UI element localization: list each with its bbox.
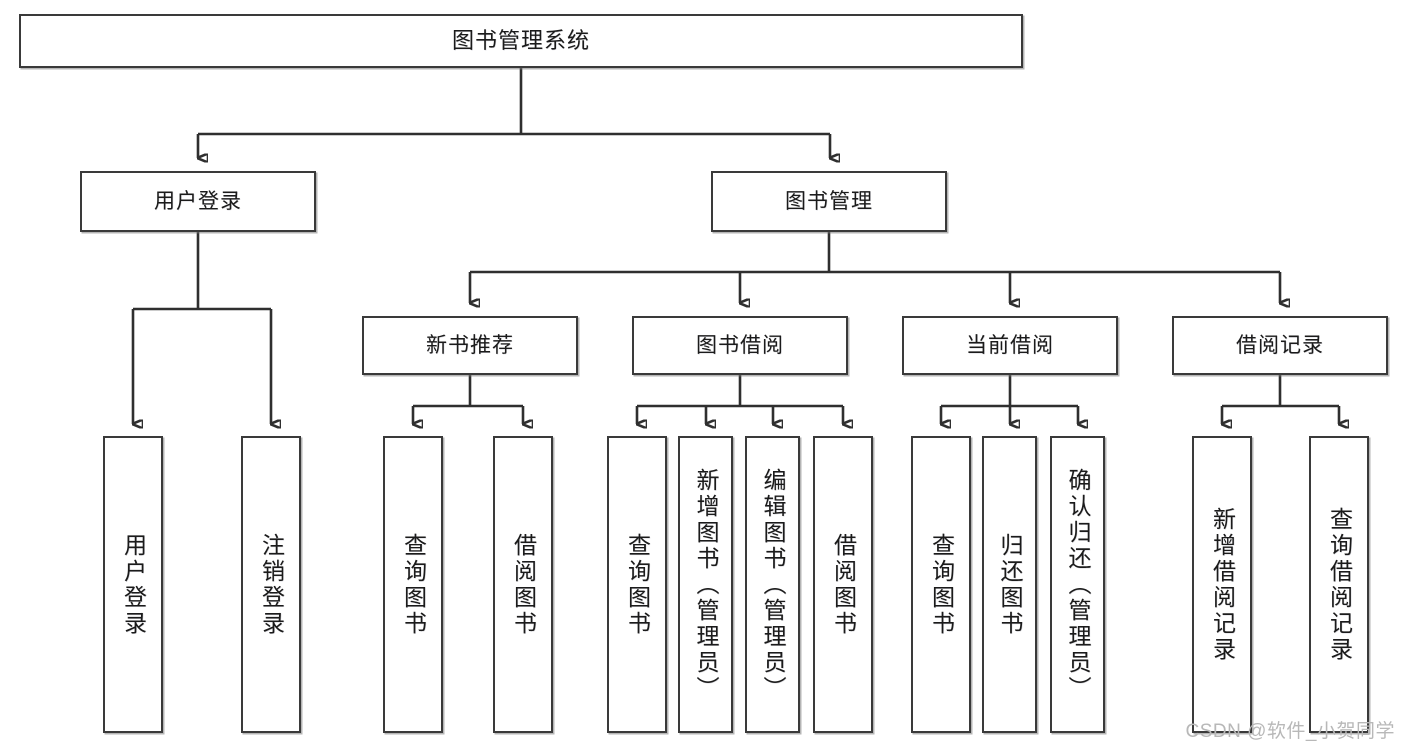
leaf-user-login[interactable]: 用户登录 xyxy=(103,436,163,733)
node-book-manage-label: 图书管理 xyxy=(785,189,873,213)
leaf-return-book[interactable]: 归还图书 xyxy=(982,436,1037,733)
leaf-user-login-label: 用户登录 xyxy=(120,532,147,637)
leaf-logout[interactable]: 注销登录 xyxy=(241,436,301,733)
leaf-query-book-2[interactable]: 查询图书 xyxy=(607,436,667,733)
leaf-edit-book-label: 编辑图书（管理员） xyxy=(760,467,786,702)
leaf-edit-book[interactable]: 编辑图书（管理员） xyxy=(745,436,800,733)
leaf-borrow-book-1-label: 借阅图书 xyxy=(510,532,537,637)
node-new-book[interactable]: 新书推荐 xyxy=(362,316,578,375)
leaf-borrow-book-1[interactable]: 借阅图书 xyxy=(493,436,553,733)
leaf-confirm-return[interactable]: 确认归还（管理员） xyxy=(1050,436,1105,733)
node-book-borrow-label: 图书借阅 xyxy=(696,333,784,357)
leaf-query-book-1-label: 查询图书 xyxy=(400,532,427,637)
leaf-borrow-book-2[interactable]: 借阅图书 xyxy=(813,436,873,733)
leaf-query-book-3-label: 查询图书 xyxy=(928,532,955,637)
leaf-add-book-label: 新增图书（管理员） xyxy=(693,467,719,702)
node-root[interactable]: 图书管理系统 xyxy=(19,14,1023,68)
node-current-borrow-label: 当前借阅 xyxy=(966,333,1054,357)
node-user-login[interactable]: 用户登录 xyxy=(80,171,316,232)
leaf-add-book[interactable]: 新增图书（管理员） xyxy=(678,436,733,733)
leaf-add-record[interactable]: 新增借阅记录 xyxy=(1192,436,1252,733)
leaf-confirm-return-label: 确认归还（管理员） xyxy=(1065,467,1091,702)
node-borrow-record-label: 借阅记录 xyxy=(1236,333,1324,357)
leaf-return-book-label: 归还图书 xyxy=(997,532,1023,637)
node-borrow-record[interactable]: 借阅记录 xyxy=(1172,316,1388,375)
node-book-borrow[interactable]: 图书借阅 xyxy=(632,316,848,375)
leaf-query-record-label: 查询借阅记录 xyxy=(1326,506,1353,663)
node-book-manage[interactable]: 图书管理 xyxy=(711,171,947,232)
watermark: CSDN @软件_小贺同学 xyxy=(1185,721,1395,742)
node-new-book-label: 新书推荐 xyxy=(426,333,514,357)
node-current-borrow[interactable]: 当前借阅 xyxy=(902,316,1118,375)
node-root-label: 图书管理系统 xyxy=(451,27,590,53)
leaf-borrow-book-2-label: 借阅图书 xyxy=(830,532,857,637)
leaf-query-record[interactable]: 查询借阅记录 xyxy=(1309,436,1369,733)
leaf-query-book-2-label: 查询图书 xyxy=(624,532,651,637)
leaf-query-book-1[interactable]: 查询图书 xyxy=(383,436,443,733)
leaf-logout-label: 注销登录 xyxy=(258,532,285,637)
node-user-login-label: 用户登录 xyxy=(154,189,242,213)
leaf-add-record-label: 新增借阅记录 xyxy=(1209,506,1236,663)
leaf-query-book-3[interactable]: 查询图书 xyxy=(911,436,971,733)
